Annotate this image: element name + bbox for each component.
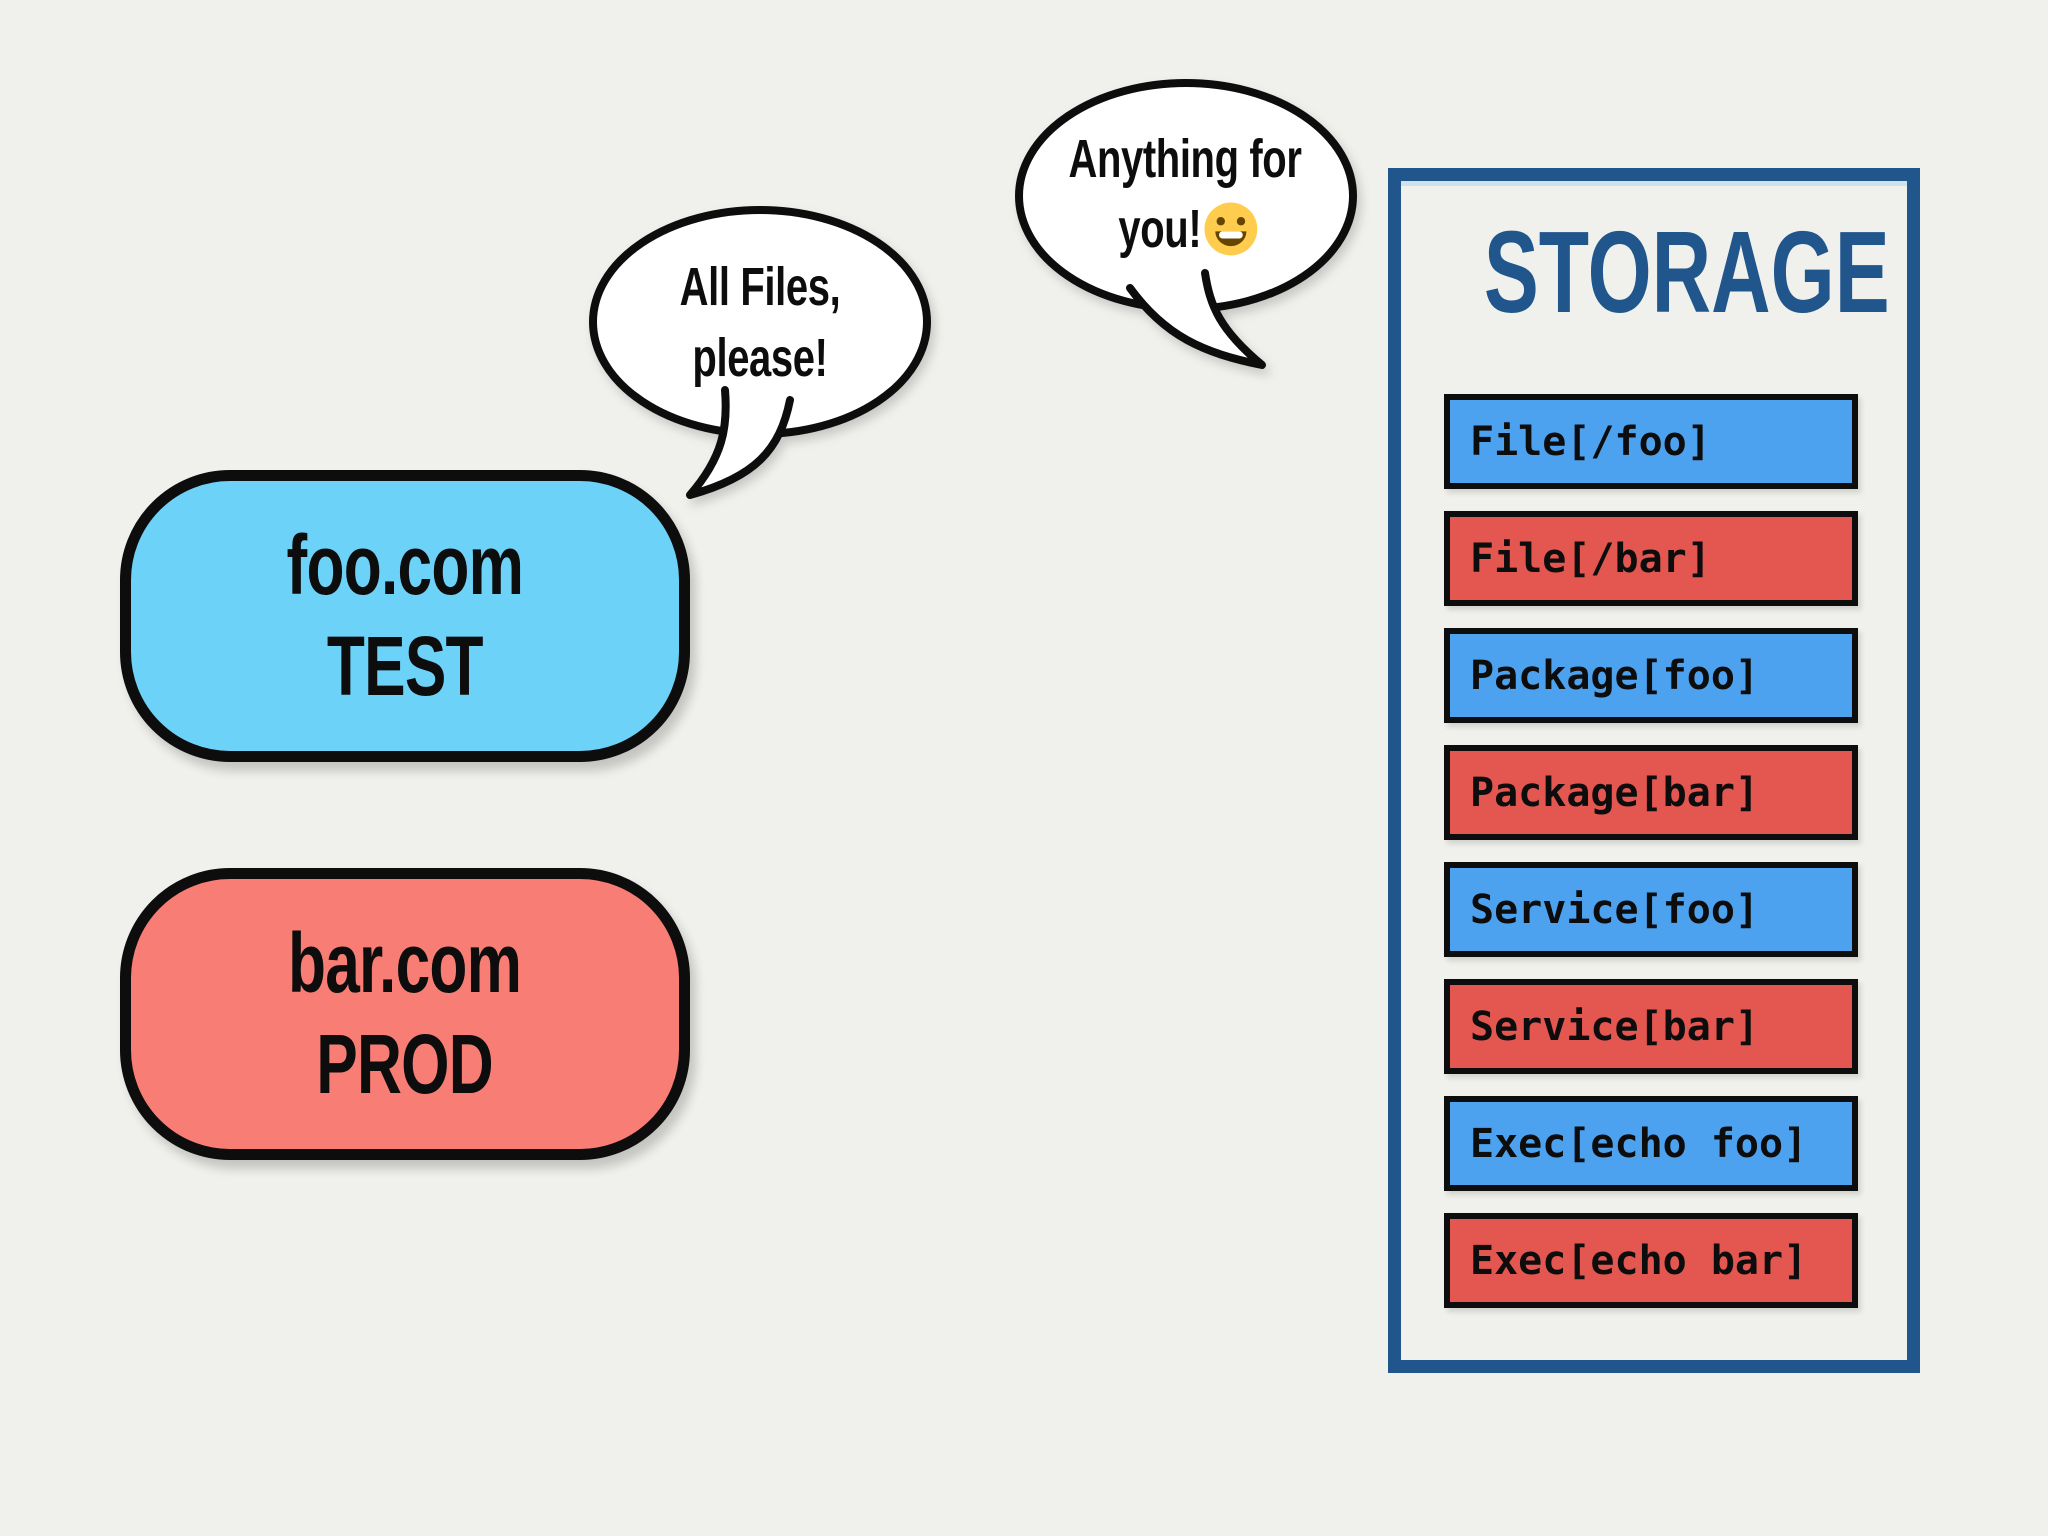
bubble-response-line2: you! [1118,199,1202,259]
storage-row: Package[bar] [1444,745,1858,840]
bubble-request-line2: please! [692,327,828,388]
bubble-response-text: Anything for you! [1067,88,1304,300]
bubble-request-tail [686,386,794,499]
storage-row: Package[foo] [1444,628,1858,723]
node-bar-line1: bar.com [288,916,522,1011]
storage-row: File[/foo] [1444,394,1858,489]
storage-row: Exec[echo bar] [1444,1213,1858,1308]
storage-title: STORAGE [1483,207,1890,337]
storage-panel: STORAGE [1388,168,1920,1373]
bubble-response-tail [1126,269,1266,369]
node-bar-line2: PROD [316,1017,494,1111]
storage-row-label: Service[foo] [1470,886,1759,933]
storage-row: Exec[echo foo] [1444,1096,1858,1191]
storage-row-label: File[/bar] [1470,535,1711,582]
speech-bubble-request [589,206,931,499]
node-foo-test: foo.com TEST [120,470,690,762]
node-foo-line1: foo.com [286,518,524,613]
node-bar-label: bar.com PROD [288,913,522,1115]
node-foo-line2: TEST [327,619,484,713]
bubble-response-line1: Anything for [1068,128,1302,189]
bubble-request-text: All Files, please! [642,215,879,430]
node-bar-prod: bar.com PROD [120,868,690,1160]
storage-row-label: Package[bar] [1470,769,1759,816]
storage-row-label: Exec[echo foo] [1470,1120,1808,1167]
storage-row-label: File[/foo] [1470,418,1711,465]
bubble-request-line1: All Files, [679,257,841,318]
storage-row: File[/bar] [1444,511,1858,606]
speech-bubble-response [1015,79,1357,369]
storage-rows: File[/foo] File[/bar] Package[foo] Package[… [1444,394,1858,1330]
storage-row: Service[bar] [1444,979,1858,1074]
storage-row-label: Service[bar] [1470,1003,1759,1050]
storage-row-label: Exec[echo bar] [1470,1237,1808,1284]
grinning-emoji-icon [1204,202,1258,256]
storage-row-label: Package[foo] [1470,652,1759,699]
node-foo-label: foo.com TEST [287,515,524,717]
storage-row: Service[foo] [1444,862,1858,957]
